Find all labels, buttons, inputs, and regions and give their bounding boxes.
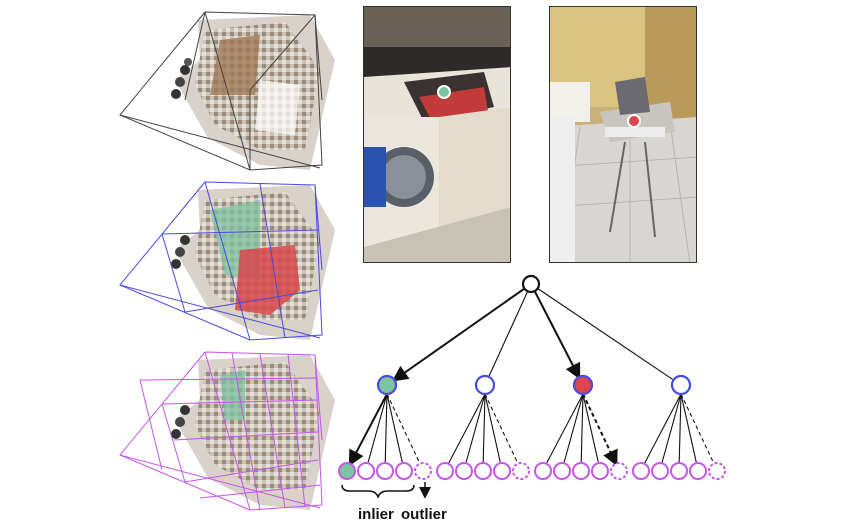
tree-edge-root-3 bbox=[530, 283, 674, 380]
tree-edge-root-0 bbox=[391, 283, 532, 382]
3d-scene-level2 bbox=[119, 351, 335, 511]
tree-root-node bbox=[521, 274, 541, 294]
tree-edge-l1-2-leaf-0 bbox=[546, 393, 584, 464]
tree-leaf-node bbox=[651, 462, 669, 480]
tree-leaf-node bbox=[436, 462, 454, 480]
tree-leaf-node bbox=[395, 462, 413, 480]
tree-edge-l1-0-leaf-0 bbox=[348, 393, 388, 467]
tree-leaf-node bbox=[455, 462, 473, 480]
inlier-label: inlier bbox=[358, 506, 394, 523]
tree-leaf-node bbox=[670, 462, 688, 480]
tree-edge-l1-1-leaf-0 bbox=[448, 393, 486, 464]
laundry-photo bbox=[363, 6, 511, 263]
tree-edge-root-1 bbox=[488, 283, 532, 377]
tree-edge-l1-2-leaf-4 bbox=[582, 393, 618, 467]
tree-leaf-node bbox=[572, 462, 590, 480]
tree-edge-l1-0-leaf-3 bbox=[386, 393, 403, 463]
ironing-photo-image bbox=[550, 7, 696, 262]
tree-edge-l1-0-leaf-2 bbox=[384, 393, 388, 463]
inlier-marker bbox=[437, 85, 451, 99]
tree-edge-l1-1-leaf-3 bbox=[484, 393, 501, 463]
tree-leaf-node bbox=[493, 462, 511, 480]
tree-edge-l1-1-leaf-4 bbox=[484, 393, 519, 463]
tree-leaf-node bbox=[512, 462, 530, 480]
tree-leaf-node bbox=[591, 462, 609, 480]
3d-scene-level1 bbox=[119, 181, 335, 341]
tree-leaf-node bbox=[689, 462, 707, 480]
tree-level1-node bbox=[376, 374, 398, 396]
tree-edge-l1-1-leaf-2 bbox=[482, 393, 486, 463]
tree-leaf-node bbox=[357, 462, 375, 480]
tree-level1-node bbox=[572, 374, 594, 396]
inlier-brace bbox=[341, 484, 415, 498]
tree-level1-node bbox=[474, 374, 496, 396]
tree-level1-node bbox=[670, 374, 692, 396]
tree-leaf-node bbox=[708, 462, 726, 480]
tree-leaf-node bbox=[376, 462, 394, 480]
tree-edge-l1-3-leaf-3 bbox=[680, 393, 697, 463]
ironing-photo bbox=[549, 6, 697, 263]
tree-edge-l1-2-leaf-3 bbox=[582, 393, 599, 463]
tree-edge-l1-1-leaf-1 bbox=[465, 393, 486, 463]
tree-leaf-node bbox=[474, 462, 492, 480]
tree-edge-l1-3-leaf-4 bbox=[680, 393, 715, 463]
tree-leaf-node bbox=[534, 462, 552, 480]
tree-edge-l1-3-leaf-2 bbox=[678, 393, 682, 463]
tree-leaf-node bbox=[338, 462, 356, 480]
laundry-photo-image bbox=[364, 7, 510, 262]
tree-edge-l1-2-leaf-2 bbox=[580, 393, 584, 463]
tree-leaf-node bbox=[632, 462, 650, 480]
tree-edge-l1-0-leaf-4 bbox=[386, 393, 421, 463]
hierarchy-tree bbox=[338, 274, 726, 498]
tree-edge-l1-3-leaf-1 bbox=[661, 393, 682, 463]
tree-edge-l1-2-leaf-1 bbox=[563, 393, 584, 463]
tree-edge-root-2 bbox=[530, 283, 581, 380]
tree-leaf-node bbox=[414, 462, 432, 480]
tree-leaf-node bbox=[610, 462, 628, 480]
outlier-marker bbox=[627, 114, 641, 128]
3d-scene-coarse bbox=[119, 11, 335, 171]
outlier-label: outlier bbox=[401, 506, 447, 523]
tree-leaf-node bbox=[553, 462, 571, 480]
tree-edge-l1-0-leaf-1 bbox=[367, 393, 388, 463]
scene-panels bbox=[119, 11, 335, 511]
tree-edge-l1-3-leaf-0 bbox=[644, 393, 682, 464]
